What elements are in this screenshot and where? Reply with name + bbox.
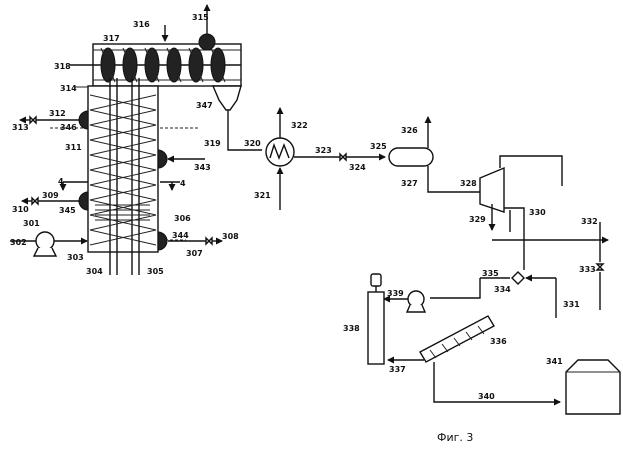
- label-313: 313: [12, 123, 29, 132]
- label-325: 325: [370, 142, 387, 151]
- screw-conveyor-317: [70, 4, 242, 120]
- label-323: 323: [315, 146, 332, 155]
- label-337: 337: [389, 365, 406, 374]
- vapor-line-319: [227, 120, 262, 151]
- label-332: 332: [581, 217, 598, 226]
- expander-328: [479, 155, 563, 252]
- heater-343: [157, 149, 205, 169]
- mixer-334: [430, 252, 557, 318]
- label-311: 311: [65, 143, 82, 152]
- label-347: 347: [196, 101, 213, 110]
- label-310: 310: [12, 205, 29, 214]
- label-315: 315: [192, 13, 209, 22]
- label-318: 318: [54, 62, 71, 71]
- line-323-valve-324: [294, 152, 386, 162]
- label-327: 327: [401, 179, 418, 188]
- label-321: 321: [254, 191, 271, 200]
- label-301: 301: [23, 219, 40, 228]
- label-317: 317: [103, 34, 120, 43]
- label-336: 336: [490, 337, 507, 346]
- feed-pump-302: [10, 231, 88, 257]
- reference-labels: 315 316 317 318 314 347 312 313 346 311 …: [10, 13, 598, 444]
- label-322: 322: [291, 121, 308, 130]
- label-328: 328: [460, 179, 477, 188]
- column-338: [367, 273, 385, 365]
- label-sec-b: 4: [180, 179, 186, 188]
- pump-339: [383, 290, 427, 313]
- label-324: 324: [349, 163, 366, 172]
- label-338: 338: [343, 324, 360, 333]
- separator-325: [388, 116, 480, 193]
- label-306: 306: [174, 214, 191, 223]
- label-344: 344: [172, 231, 189, 240]
- label-308: 308: [222, 232, 239, 241]
- label-333: 333: [579, 265, 596, 274]
- heater-345: [21, 191, 89, 211]
- label-309: 309: [42, 191, 59, 200]
- label-316: 316: [133, 20, 150, 29]
- label-303: 303: [67, 253, 84, 262]
- label-302: 302: [10, 238, 27, 247]
- label-346: 346: [60, 123, 77, 132]
- inclined-conveyor-336: [387, 315, 561, 406]
- label-305: 305: [147, 267, 164, 276]
- label-330: 330: [529, 208, 546, 217]
- label-319: 319: [204, 139, 221, 148]
- label-304: 304: [86, 267, 103, 276]
- label-331: 331: [563, 300, 580, 309]
- label-343: 343: [194, 163, 211, 172]
- label-334: 334: [494, 285, 511, 294]
- label-339: 339: [387, 289, 404, 298]
- reactor-column: [50, 78, 200, 275]
- label-sec-a: 4: [58, 177, 64, 186]
- label-320: 320: [244, 139, 261, 148]
- label-340: 340: [478, 392, 495, 401]
- figure-caption: Фиг. 3: [437, 431, 473, 444]
- output-line-332: [492, 222, 609, 310]
- label-329: 329: [469, 215, 486, 224]
- label-307: 307: [186, 249, 203, 258]
- label-326: 326: [401, 126, 418, 135]
- heater-346: [19, 110, 89, 130]
- condenser-320: [265, 107, 295, 210]
- label-345: 345: [59, 206, 76, 215]
- label-314: 314: [60, 84, 77, 93]
- label-335: 335: [482, 269, 499, 278]
- label-341: 341: [546, 357, 563, 366]
- storage-tank-341: [565, 359, 621, 415]
- heater-344: [157, 231, 223, 251]
- label-312: 312: [49, 109, 66, 118]
